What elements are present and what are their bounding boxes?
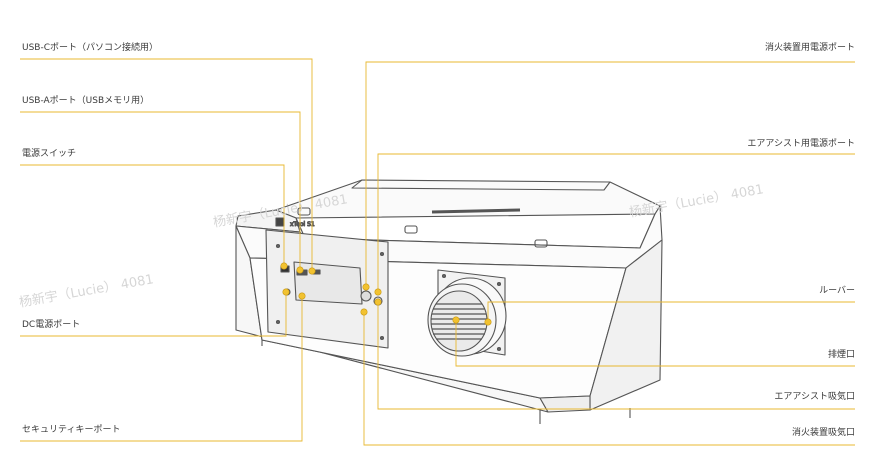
markers [280, 262, 492, 326]
marker-air-assist-intake [374, 298, 382, 306]
leader-louver [487, 301, 855, 322]
label-air-assist-power-port: エアアシスト用電源ポート [747, 139, 855, 149]
marker-dc-port [282, 288, 290, 296]
leader-fire-intake [363, 312, 855, 446]
label-usb-a-port: USB-Aポート（USBメモリ用） [22, 96, 150, 106]
leader-lines [20, 58, 855, 446]
marker-usb-a [296, 266, 304, 274]
label-exhaust-port: 排煙口 [827, 350, 855, 360]
leader-air-assist-intake [377, 302, 855, 410]
label-dc-power-port: DC電源ポート [22, 320, 81, 330]
leader-usb-c [20, 58, 313, 271]
marker-fire-power [362, 283, 370, 291]
label-fire-suppression-power-port: 消火装置用電源ポート [764, 43, 855, 53]
marker-exhaust [452, 316, 460, 324]
label-fire-suppression-intake: 消火装置吸気口 [791, 428, 855, 438]
leader-air-assist-power [377, 153, 855, 292]
leader-fire-power [365, 61, 855, 287]
leader-usb-a [20, 111, 301, 270]
leader-security-key [20, 296, 303, 442]
label-security-key-port: セキュリティキーポート [22, 425, 121, 435]
leader-exhaust [455, 320, 855, 367]
leader-power-switch [20, 164, 285, 266]
machine-outline: xTool S1 [235, 179, 663, 424]
marker-power-switch [280, 262, 288, 270]
label-louver: ルーバー [819, 286, 855, 296]
marker-air-assist-power [374, 288, 382, 296]
marker-fire-intake [360, 308, 368, 316]
svg-text:xTool S1: xTool S1 [290, 221, 315, 228]
label-power-switch: 電源スイッチ [22, 149, 77, 159]
marker-louver [484, 318, 492, 326]
label-usb-c-port: USB-Cポート（パソコン接続用） [22, 43, 159, 53]
leader-dc-port [20, 292, 287, 337]
marker-usb-c [308, 267, 316, 275]
marker-security-key [298, 292, 306, 300]
label-air-assist-intake: エアアシスト吸気口 [774, 392, 855, 402]
